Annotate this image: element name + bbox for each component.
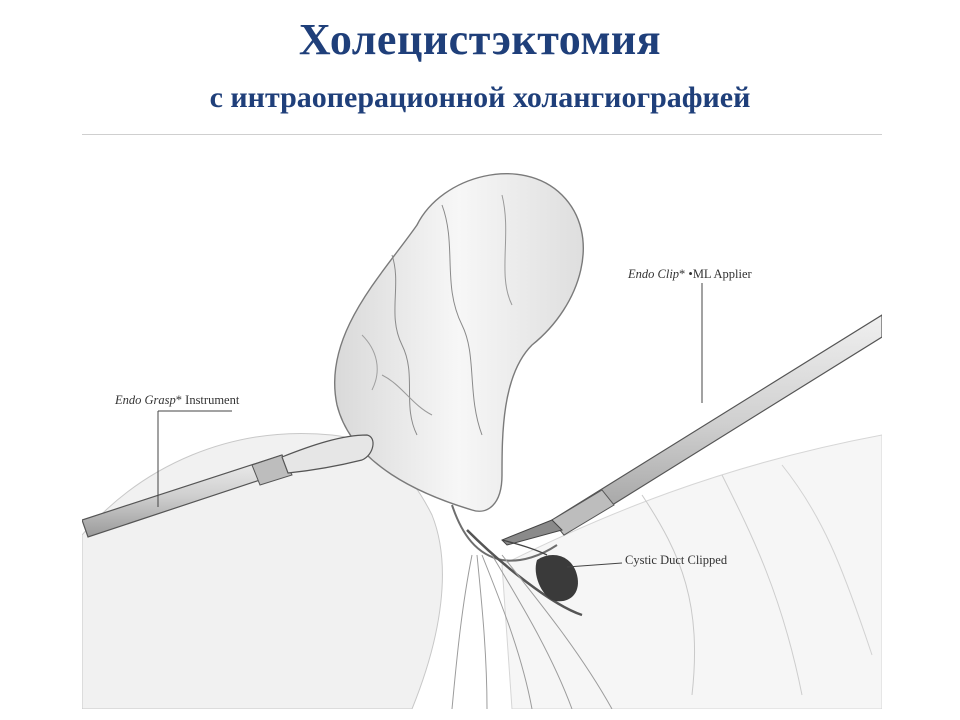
gallbladder: [334, 173, 584, 512]
surgical-illustration: Endo Grasp* Instrument Endo Clip* •ML Ap…: [82, 134, 882, 709]
label-grasp-italic: Endo Grasp: [115, 393, 176, 407]
label-grasp-mark: *: [175, 393, 183, 407]
label-cystic-duct-clipped: Cystic Duct Clipped: [625, 553, 728, 567]
label-grasp-rest: Instrument: [182, 393, 240, 407]
slide-subtitle: с интраоперационной холангиографией: [209, 81, 751, 114]
cystic-duct: [451, 504, 558, 562]
label-endo-grasp-instrument: Endo Grasp* Instrument: [115, 393, 239, 408]
label-clip-mark: * •: [679, 267, 693, 281]
clip-applier-instrument: [501, 283, 882, 556]
label-clip-rest: ML Applier: [692, 267, 752, 281]
label-endo-clip-applier: Endo Clip* •ML Applier: [628, 267, 752, 282]
label-clip-italic: Endo Clip: [628, 267, 680, 281]
grasper-instrument: [82, 410, 374, 538]
illustration-drawing: [82, 173, 882, 709]
tissue-right: [501, 434, 882, 709]
slide-title: Холецистэктомия: [298, 15, 662, 64]
